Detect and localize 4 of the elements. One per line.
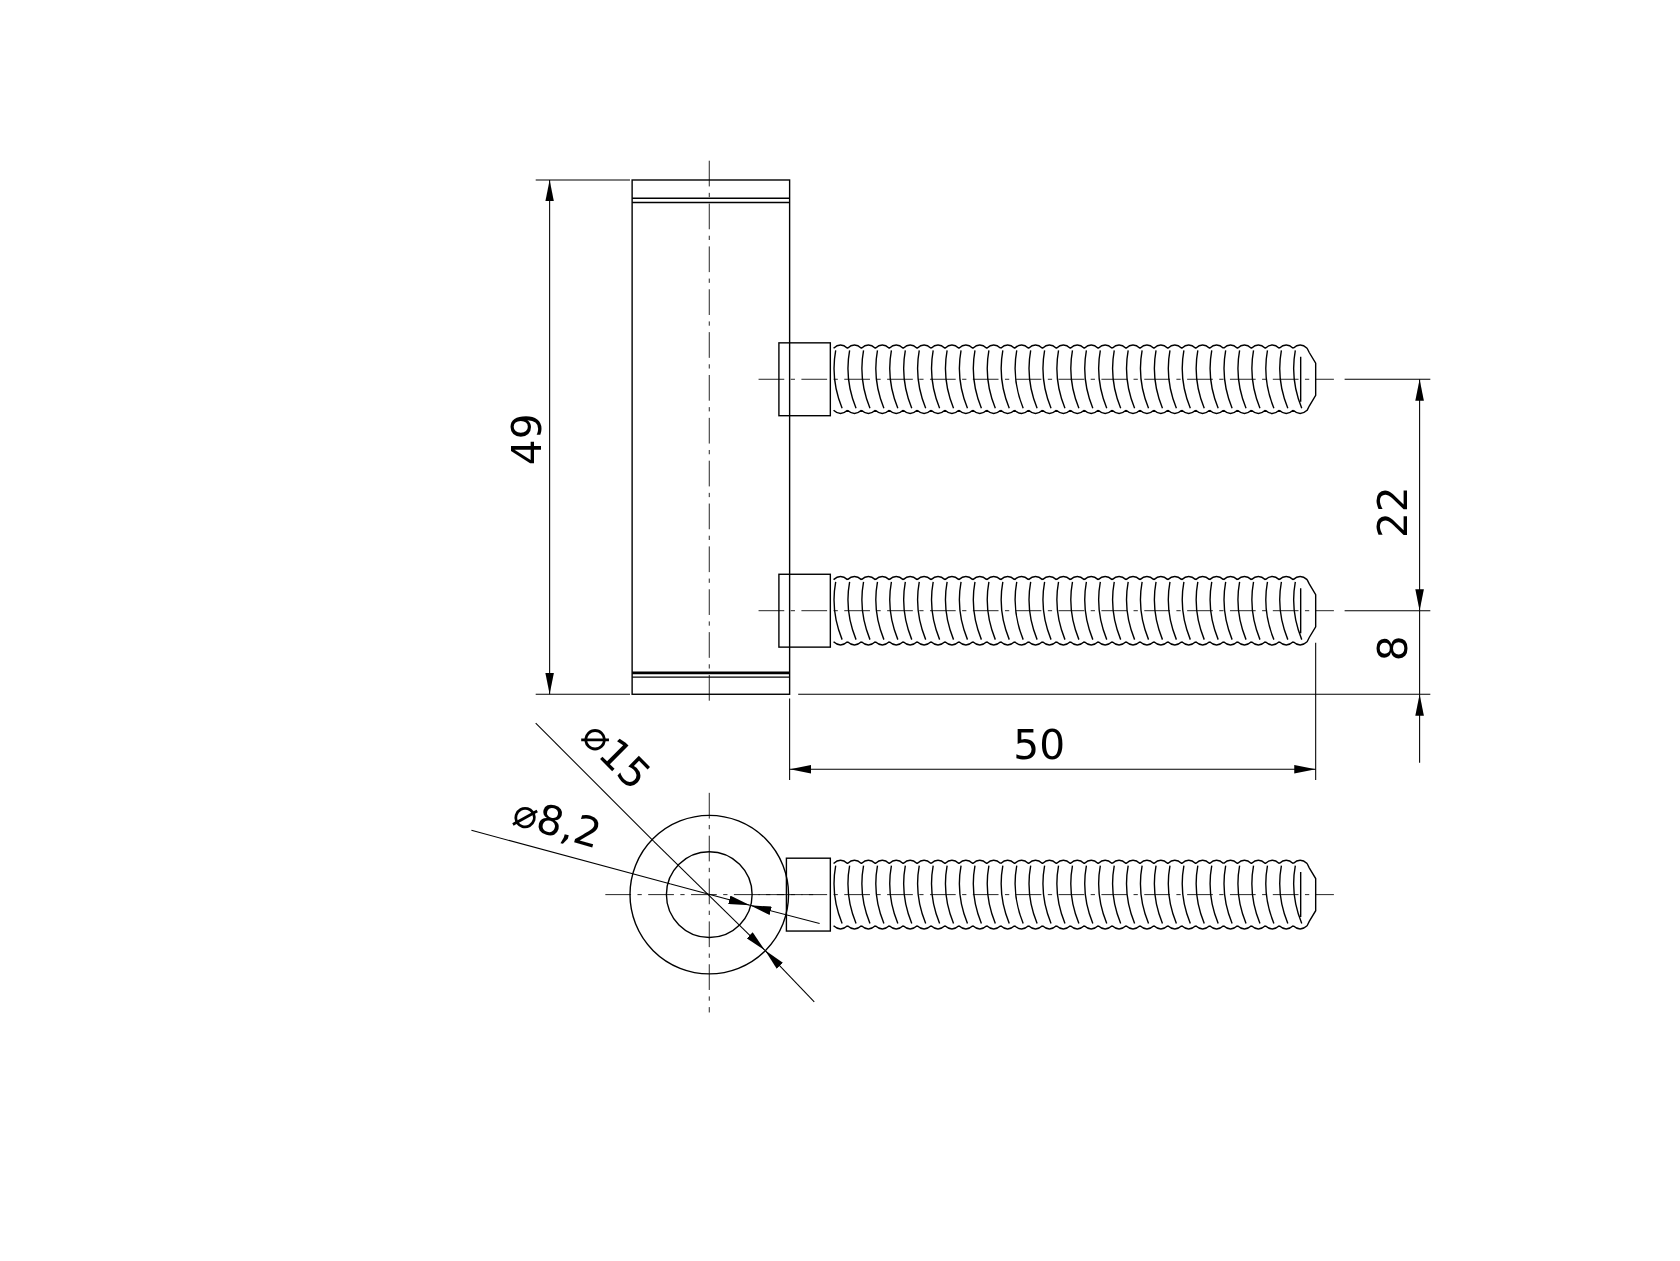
dimension-label: 8 (1372, 635, 1414, 662)
dimension-label: 49 (506, 413, 548, 466)
dimension-label: 50 (1013, 724, 1066, 765)
dimension-label: 22 (1372, 486, 1414, 539)
